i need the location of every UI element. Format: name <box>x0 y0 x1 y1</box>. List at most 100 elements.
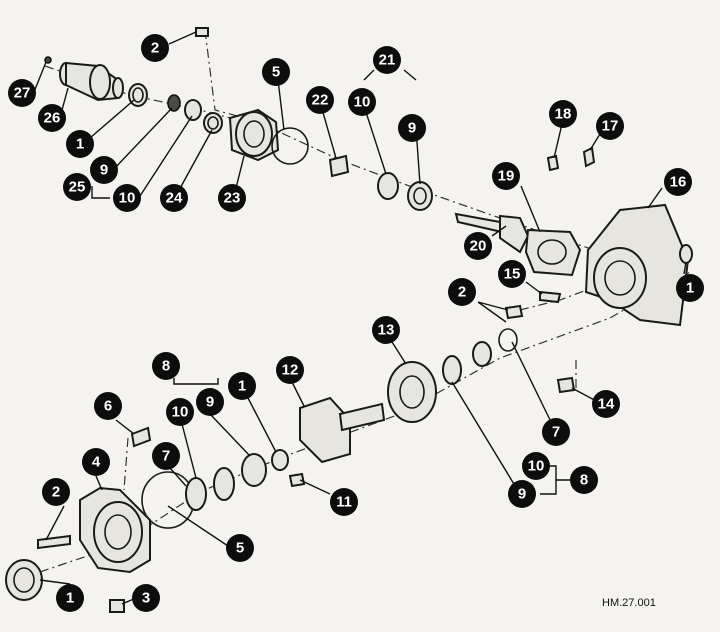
callout-8: 8 <box>152 352 180 380</box>
bolt-upper <box>195 27 209 37</box>
flange-yoke-part <box>44 56 124 102</box>
breather-fitting <box>556 376 576 394</box>
svg-text:9: 9 <box>206 394 214 411</box>
callout-3: 3 <box>132 584 160 612</box>
callout-16: 16 <box>664 168 692 196</box>
bearing-pair-upper <box>377 172 433 211</box>
svg-text:4: 4 <box>92 454 101 471</box>
svg-text:25: 25 <box>69 179 86 196</box>
svg-text:2: 2 <box>458 284 466 301</box>
svg-text:10: 10 <box>119 190 136 207</box>
callout-17: 17 <box>596 112 624 140</box>
driven-gear <box>387 361 437 423</box>
svg-text:3: 3 <box>142 590 150 607</box>
callout-11: 11 <box>330 488 358 516</box>
bearing-pair-lower <box>442 328 518 385</box>
callout-2: 2 <box>42 478 70 506</box>
svg-text:22: 22 <box>312 92 329 109</box>
callout-5: 5 <box>226 534 254 562</box>
callout-1: 1 <box>56 584 84 612</box>
figure-reference-code: HM.27.001 <box>602 597 656 609</box>
output-shaft-flange <box>299 396 386 464</box>
svg-text:19: 19 <box>498 168 515 185</box>
callout-10: 10 <box>348 88 376 116</box>
callout-4: 4 <box>82 448 110 476</box>
callout-27: 27 <box>8 79 36 107</box>
svg-text:1: 1 <box>76 136 84 153</box>
svg-text:2: 2 <box>52 484 60 501</box>
callout-1: 1 <box>228 372 256 400</box>
callout-9: 9 <box>508 480 536 508</box>
callout-8: 8 <box>570 466 598 494</box>
svg-text:26: 26 <box>44 110 61 127</box>
svg-text:23: 23 <box>224 190 241 207</box>
leader-lines <box>33 31 687 605</box>
svg-text:11: 11 <box>336 494 352 511</box>
svg-text:10: 10 <box>528 458 545 475</box>
svg-text:7: 7 <box>162 448 170 465</box>
bolt-lower-middle <box>288 472 306 488</box>
svg-text:14: 14 <box>598 396 615 413</box>
oil-seal-lower <box>5 559 43 601</box>
svg-text:7: 7 <box>552 424 560 441</box>
spacer-sleeve <box>328 154 350 178</box>
bracket-part <box>130 426 152 448</box>
bearing-housing-part <box>228 108 280 162</box>
svg-text:21: 21 <box>379 52 396 69</box>
svg-text:1: 1 <box>238 378 246 395</box>
callout-7: 7 <box>542 418 570 446</box>
callout-2: 2 <box>448 278 476 306</box>
svg-text:17: 17 <box>602 118 619 135</box>
callout-9: 9 <box>398 114 426 142</box>
svg-text:10: 10 <box>172 404 189 421</box>
callout-2: 2 <box>141 34 169 62</box>
svg-text:5: 5 <box>236 540 244 557</box>
rear-cover-housing <box>79 486 151 574</box>
shim-plate <box>524 228 582 277</box>
callout-1: 1 <box>66 130 94 158</box>
svg-text:13: 13 <box>378 322 395 339</box>
callout-6: 6 <box>94 392 122 420</box>
transfer-case-housing <box>584 203 690 327</box>
callout-12: 12 <box>276 356 304 384</box>
svg-text:16: 16 <box>670 174 687 191</box>
callout-10: 10 <box>113 184 141 212</box>
svg-text:1: 1 <box>686 280 694 297</box>
callout-19: 19 <box>492 162 520 190</box>
callout-14: 14 <box>592 390 620 418</box>
callout-25: 25 <box>63 173 91 201</box>
callout-9: 9 <box>90 156 118 184</box>
callout-10: 10 <box>522 452 550 480</box>
svg-text:5: 5 <box>272 64 280 81</box>
callout-13: 13 <box>372 316 400 344</box>
callout-23: 23 <box>218 184 246 212</box>
svg-text:9: 9 <box>408 120 416 137</box>
callout-9: 9 <box>196 388 224 416</box>
callout-22: 22 <box>306 86 334 114</box>
callout-21: 21 <box>373 46 401 74</box>
svg-text:15: 15 <box>504 266 521 283</box>
callout-26: 26 <box>38 104 66 132</box>
svg-text:9: 9 <box>100 162 108 179</box>
callout-15: 15 <box>498 260 526 288</box>
callout-5: 5 <box>262 58 290 86</box>
drive-pinion-gear <box>454 212 530 254</box>
drain-plug <box>109 599 125 613</box>
callout-24: 24 <box>160 184 188 212</box>
callout-10: 10 <box>166 398 194 426</box>
svg-text:2: 2 <box>151 40 159 57</box>
svg-text:20: 20 <box>470 238 487 255</box>
svg-text:6: 6 <box>104 398 112 415</box>
svg-text:18: 18 <box>555 106 572 123</box>
svg-text:8: 8 <box>580 472 588 489</box>
callout-18: 18 <box>549 100 577 128</box>
svg-text:8: 8 <box>162 358 170 375</box>
svg-text:24: 24 <box>166 190 183 207</box>
callout-1: 1 <box>676 274 704 302</box>
svg-text:12: 12 <box>282 362 299 379</box>
svg-text:1: 1 <box>66 590 74 607</box>
rings-lower-left <box>185 449 289 511</box>
svg-text:10: 10 <box>354 94 371 111</box>
svg-text:9: 9 <box>518 486 526 503</box>
